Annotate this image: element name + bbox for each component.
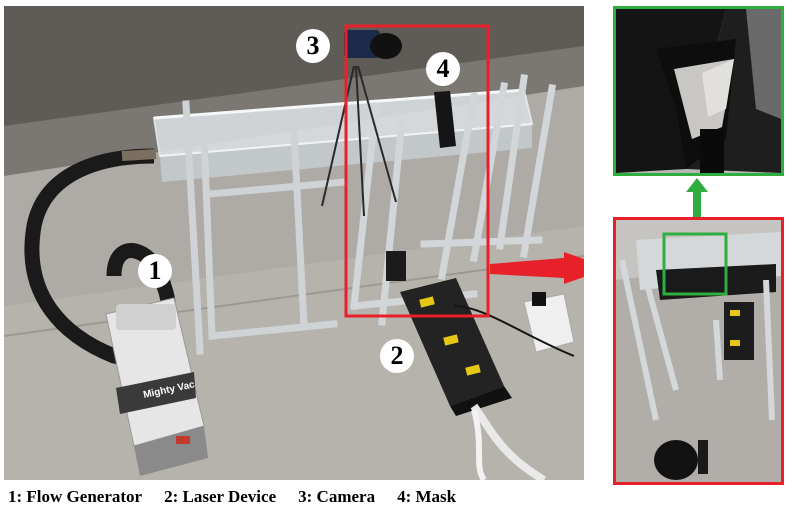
caption-item-laser-device: 2: Laser Device xyxy=(164,487,277,506)
caption-item-camera: 3: Camera xyxy=(298,487,376,506)
flow-generator: Mighty Vac xyxy=(105,297,208,476)
highlight-box-red xyxy=(344,24,490,318)
figure-caption: 1: Flow Generator 2: Laser Device 3: Cam… xyxy=(8,486,798,508)
marker-2: 2 xyxy=(380,339,414,373)
laser-device xyxy=(386,251,512,416)
inset-top-view xyxy=(613,217,784,485)
setup-scene: Mighty Vac xyxy=(4,6,584,480)
inset-mask-closeup xyxy=(613,6,784,176)
marker-4: 4 xyxy=(426,52,460,86)
marker-1: 1 xyxy=(138,254,172,288)
marker-3: 3 xyxy=(296,29,330,63)
caption-item-mask: 4: Mask xyxy=(397,487,457,506)
arrow-right-icon xyxy=(490,252,584,284)
caption-item-flow-generator: 1: Flow Generator xyxy=(8,487,143,506)
setup-photo: Mighty Vac xyxy=(4,6,584,480)
arrow-up-icon xyxy=(686,178,708,218)
